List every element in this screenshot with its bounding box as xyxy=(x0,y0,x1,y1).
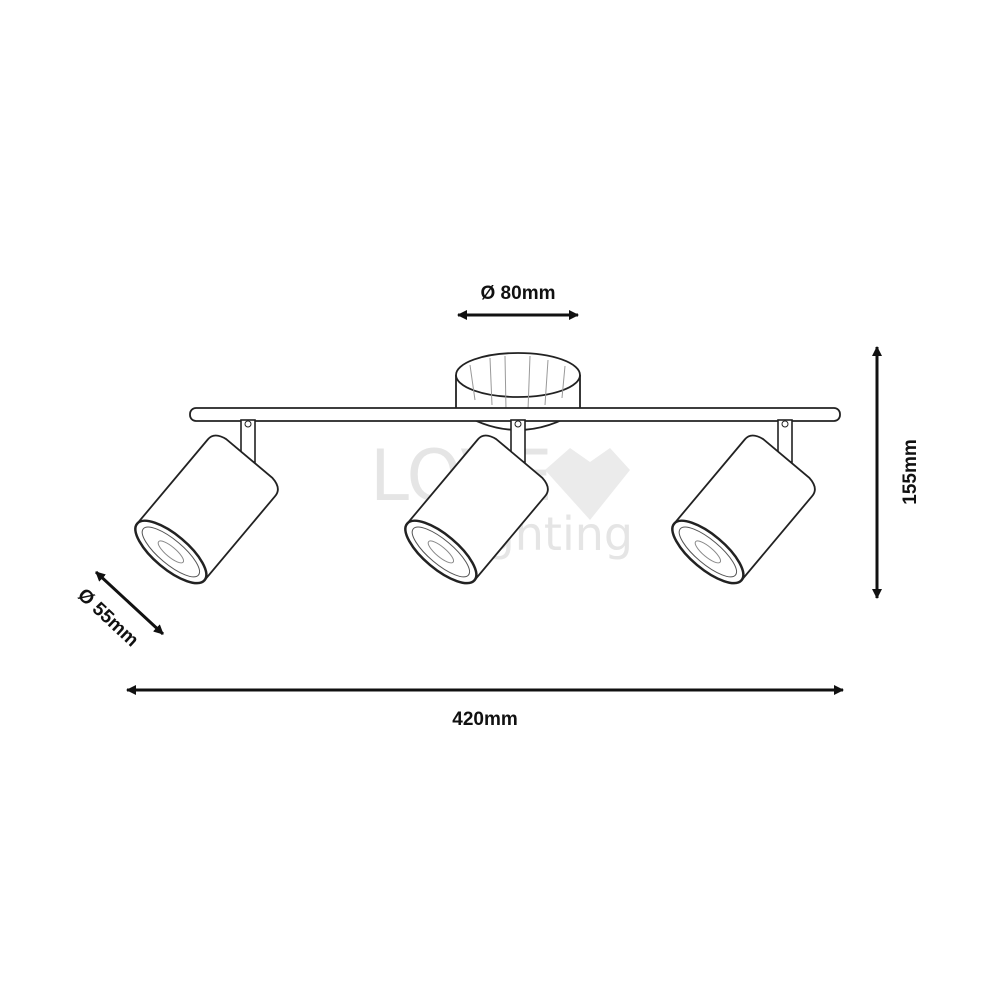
height-label: 155mm xyxy=(900,439,921,505)
spot-dimension-arrow xyxy=(94,570,165,636)
spot-diameter-label: Ø 55mm xyxy=(73,585,142,651)
spotlight-left xyxy=(124,418,285,595)
width-label: 420mm xyxy=(452,709,518,730)
canopy-diameter-label: Ø 80mm xyxy=(481,283,556,304)
spotlight-right xyxy=(661,418,822,595)
mounting-bar xyxy=(189,407,841,422)
